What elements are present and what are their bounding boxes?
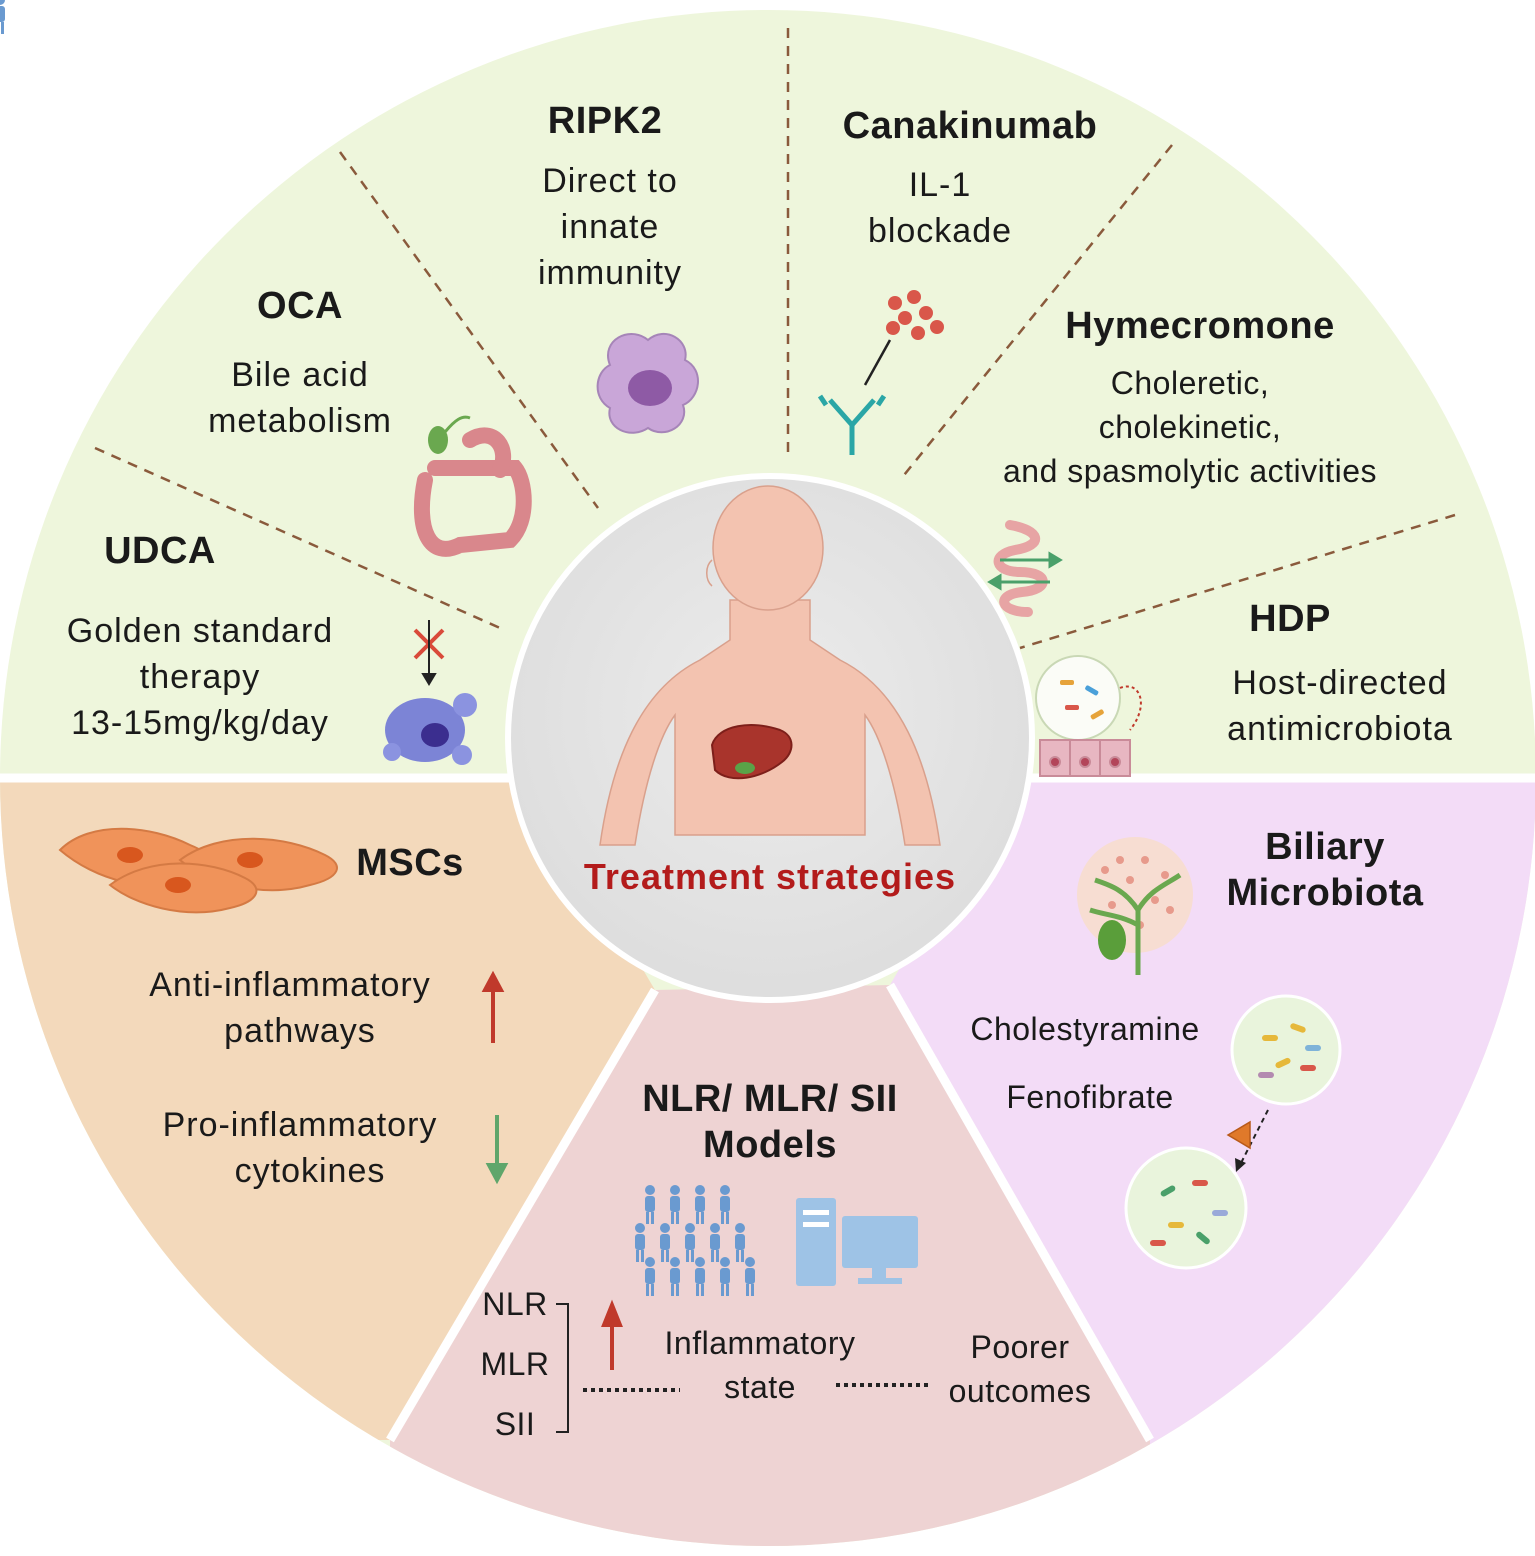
inhibition-line xyxy=(863,339,892,386)
udca-line-2: therapy xyxy=(139,658,261,696)
bidirectional-arrow-icon xyxy=(987,551,1063,591)
oca-line-2: metabolism xyxy=(208,402,392,440)
biliary-tree-icon xyxy=(1077,837,1193,975)
intestine-icon xyxy=(993,520,1048,617)
canakinumab-line-1: IL-1 xyxy=(908,166,972,204)
ripk2-line-2: innate xyxy=(560,208,660,246)
wedge-dividers xyxy=(94,28,1456,650)
canakinumab-line-2: blockade xyxy=(867,212,1013,250)
microbiota-bubble-icon xyxy=(1124,1146,1248,1270)
center-title: Treatment strategies xyxy=(583,856,957,897)
down-arrow-icon xyxy=(421,620,437,686)
cytokine-icon xyxy=(886,290,944,340)
ripk2-line-1: Direct to xyxy=(542,162,678,200)
digestive-tract-icon xyxy=(413,427,532,557)
mscs-up-line-2: pathways xyxy=(224,1012,376,1050)
state-line-1: Inflammatory xyxy=(664,1325,856,1361)
down-arrow-icon xyxy=(485,1115,509,1185)
hymecromone-line-1: Choleretic, xyxy=(1110,365,1270,401)
shift-arrow-icon xyxy=(1226,1109,1269,1172)
immune-cell-icon xyxy=(383,693,477,765)
udca-title: UDCA xyxy=(104,530,216,572)
outcome-line-1: Poorer xyxy=(970,1329,1070,1365)
antibody-icon xyxy=(817,394,887,455)
mscs-title: MSCs xyxy=(356,842,464,884)
hymecromone-line-2: cholekinetic, xyxy=(1098,409,1282,445)
macrophage-icon xyxy=(596,333,699,434)
up-arrow-icon xyxy=(481,970,505,1043)
population-icon xyxy=(0,0,755,1296)
oca-line-1: Bile acid xyxy=(231,356,369,394)
epithelium-icon xyxy=(1039,739,1131,777)
mscs-up-line-1: Anti-inflammatory xyxy=(149,966,431,1004)
udca-line-1: Golden standard xyxy=(66,612,334,650)
biliary-title-line-1: Biliary xyxy=(1265,826,1385,868)
human-figure-icon xyxy=(599,485,941,846)
udca-line-3: 13-15mg/kg/day xyxy=(71,704,329,742)
gallbladder-icon xyxy=(428,415,471,454)
marker-bracket xyxy=(556,1303,569,1433)
drug-cholestyramine: Cholestyramine xyxy=(970,1011,1200,1047)
hymecromone-line-3: and spasmolytic activities xyxy=(1002,453,1378,489)
dotted-connector xyxy=(1119,685,1142,731)
ripk2-title: RIPK2 xyxy=(547,100,663,142)
microbiota-bubble-icon xyxy=(1230,994,1342,1106)
state-line-2: state xyxy=(724,1369,796,1405)
up-arrow-icon xyxy=(601,1299,623,1370)
bacteria-bubble-icon xyxy=(1035,655,1121,741)
marker-mlr: MLR xyxy=(480,1346,550,1382)
mscs-down-line-2: cytokines xyxy=(234,1152,386,1190)
pink-sector xyxy=(390,985,1150,1546)
biliary-title-line-2: Microbiota xyxy=(1226,872,1424,914)
outcome-line-2: outcomes xyxy=(948,1373,1092,1409)
stem-cells-icon xyxy=(58,827,338,914)
canakinumab-title: Canakinumab xyxy=(842,105,1098,147)
ripk2-line-3: immunity xyxy=(537,254,683,292)
marker-sii: SII xyxy=(494,1406,536,1442)
oca-title: OCA xyxy=(257,285,343,327)
hdp-line-2: antimicrobiota xyxy=(1227,710,1453,748)
models-title-line-1: NLR/ MLR/ SII xyxy=(642,1078,898,1120)
hdp-title: HDP xyxy=(1249,598,1331,640)
drug-fenofibrate: Fenofibrate xyxy=(1006,1079,1174,1115)
marker-nlr: NLR xyxy=(482,1286,548,1322)
models-title-line-2: Models xyxy=(703,1124,837,1166)
hdp-line-1: Host-directed xyxy=(1232,664,1448,702)
liver-icon xyxy=(710,724,793,780)
hymecromone-title: Hymecromone xyxy=(1065,305,1335,347)
mscs-down-line-1: Pro-inflammatory xyxy=(162,1106,438,1144)
computer-icon xyxy=(796,1198,918,1286)
